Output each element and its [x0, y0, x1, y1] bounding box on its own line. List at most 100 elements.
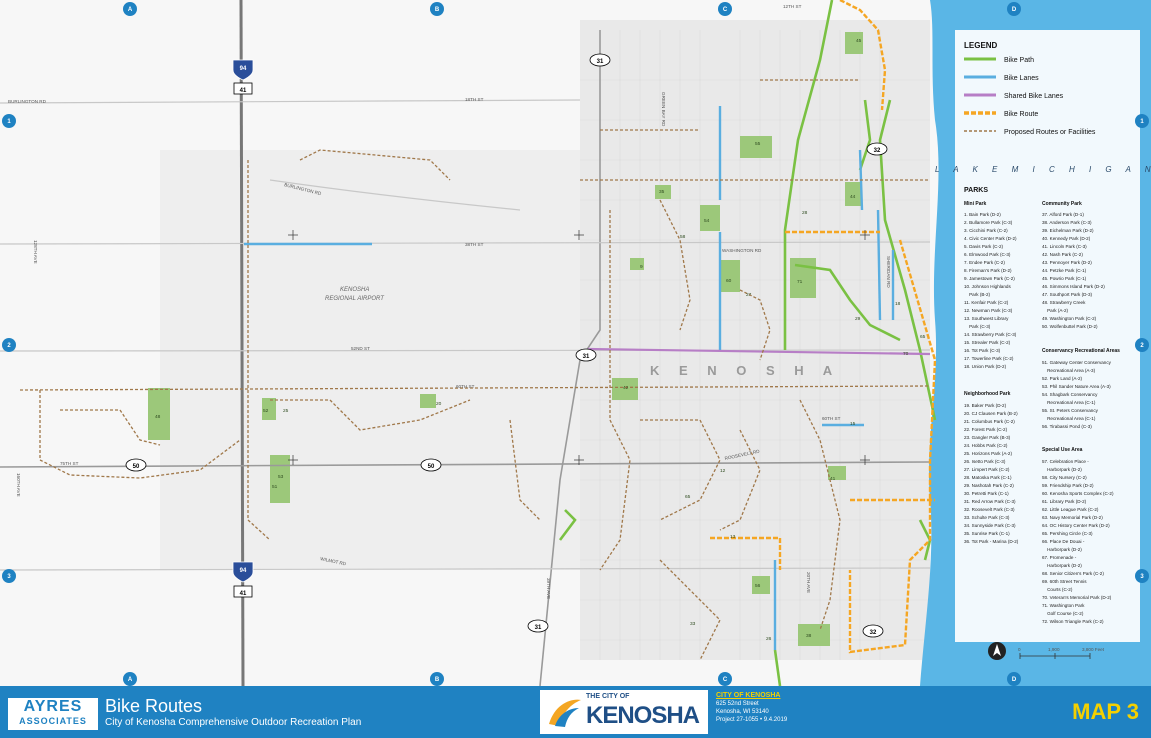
- proposed-route: [719, 429, 761, 531]
- svg-text:38: 38: [806, 633, 812, 639]
- park-list-item: 8. Fireman's Park (D-2): [964, 268, 1012, 273]
- park-list-item: Golf Course (C-2): [1042, 611, 1084, 616]
- state-highway-shield-icon: [575, 348, 597, 362]
- svg-text:60: 60: [726, 278, 732, 284]
- parks-heading-special: Special Use Area: [1042, 447, 1083, 453]
- park-list-item: Recreational Area (C-1): [1042, 416, 1096, 421]
- park-list-item: 9. Jamestown Park (C-2): [964, 276, 1015, 281]
- svg-text:52: 52: [263, 408, 269, 414]
- park-71: [790, 258, 816, 298]
- park-list-item: Harborpark (D-2): [1042, 547, 1082, 552]
- park-list-item: 60. Kenosha Sports Complex (C-2): [1042, 491, 1114, 496]
- svg-text:51: 51: [272, 484, 278, 490]
- bike-route-layer: [710, 0, 937, 654]
- park-list-item: 32. Roosevelt Park (C-3): [964, 507, 1015, 512]
- park-list-item: 56. Tirabassi Pond (C-3): [1042, 424, 1092, 429]
- grid-marker: [1135, 114, 1149, 128]
- legend-title: LEGEND: [964, 41, 998, 50]
- park-list-item: 2. Bullamore Park (C-3): [964, 220, 1013, 225]
- svg-text:41: 41: [830, 476, 836, 482]
- state-highway-shield-icon: [589, 53, 611, 67]
- street-label: 20TH AVE: [806, 572, 811, 593]
- interstate-shield-icon: 94: [232, 561, 254, 583]
- grid-row-label: 2: [1140, 343, 1144, 349]
- legend-label: Bike Path: [1004, 57, 1034, 64]
- svg-text:58: 58: [680, 234, 686, 240]
- park-list-item: 69. 60th Street Tennis: [1042, 579, 1087, 584]
- grid-col-label: B: [435, 677, 440, 683]
- park-45: [845, 32, 863, 54]
- park-list-item: 31. Red Arrow Park (C-3): [964, 499, 1016, 504]
- bike-path-layer: [558, 0, 937, 686]
- lake-label: L A K E M I C H I G A N: [935, 165, 1151, 174]
- conservancy-list: 51. Gateway Center Conservancy Recreatio…: [1042, 360, 1112, 429]
- hwy-label: 32: [870, 630, 877, 636]
- svg-text:48: 48: [155, 414, 161, 420]
- street-label: 60TH ST: [822, 416, 841, 421]
- park-list-item: 68. Senior Citizen's Park (C-2): [1042, 571, 1104, 576]
- interstate-94: [239, 0, 245, 686]
- street-label: WASHINGTON RD: [722, 248, 762, 253]
- city-address-block: CITY OF KENOSHA 625 52nd Street Kenosha,…: [716, 692, 787, 724]
- us-highway-shield-icon: [233, 585, 253, 598]
- park-list-item: 17. Towerline Park (C-2): [964, 356, 1014, 361]
- street-label: 52ND ST: [351, 346, 370, 351]
- bike-path-segment: [773, 649, 782, 686]
- proposed-route: [509, 419, 541, 521]
- park-list-item: Park (B-2): [964, 292, 991, 297]
- park-list-item: 34. Sunnyside Park (C-3): [964, 523, 1016, 528]
- highway-50: [0, 461, 931, 468]
- park-list-item: 25. Horizons Park (A-2): [964, 451, 1012, 456]
- park-list-item: 7. Endee Park (C-2): [964, 260, 1005, 265]
- proposed-route: [640, 419, 721, 521]
- city-name: CITY OF KENOSHA: [716, 692, 781, 699]
- grid-marker: [2, 569, 16, 583]
- park-list-item: 66. Place De Douai -: [1042, 539, 1085, 544]
- svg-text:9: 9: [640, 264, 643, 270]
- community-park-list: 37. Alford Park (D-1)38. Anderson Park (…: [1042, 212, 1105, 329]
- park-48: [148, 388, 170, 440]
- street-label: 75TH ST: [60, 461, 79, 466]
- scale-label: 3,800 Feet: [1082, 647, 1105, 652]
- legend: LEGEND Bike Path Bike Lanes Shared Bike …: [964, 41, 1096, 136]
- parks-heading-community: Community Park: [1042, 201, 1082, 207]
- park-list-item: 27. Limpert Park (C-2): [964, 467, 1010, 472]
- street-label: 160TH AVE: [16, 473, 21, 497]
- grid-marker: [430, 2, 444, 16]
- park-60: [720, 260, 740, 292]
- parks-title: PARKS: [964, 187, 988, 194]
- grid-marker: [1135, 338, 1149, 352]
- park-list-item: 11. Kenfair Park (C-2): [964, 300, 1009, 305]
- park-41: [828, 466, 846, 480]
- firm-line-2: ASSOCIATES: [19, 716, 87, 726]
- kenosha-swoosh-icon: [549, 699, 581, 727]
- special-use-list: 57. Celebration Place - Harborpark (D-2)…: [1042, 459, 1114, 624]
- park-list-item: 57. Celebration Place -: [1042, 459, 1089, 464]
- svg-text:70: 70: [903, 351, 909, 357]
- grid-markers: A B C D A B C D 1 2 3 1 2 3: [2, 2, 1149, 686]
- state-highway-shield-icon: [527, 619, 549, 633]
- park-list-item: 4. Civic Center Park (D-2): [964, 236, 1017, 241]
- park-list-item: 20. CJ Clausen Park (B-2): [964, 411, 1018, 416]
- svg-text:28: 28: [802, 210, 808, 216]
- svg-text:71: 71: [797, 279, 803, 285]
- legend-label: Bike Route: [1004, 111, 1038, 118]
- grid-marker: [1135, 569, 1149, 583]
- hwy-label: 94: [240, 568, 247, 574]
- park-list-item: 36. Tot Park - Marina (D-2): [964, 539, 1019, 544]
- svg-text:56: 56: [755, 583, 761, 589]
- park-list-item: 42. Nash Park (C-2): [1042, 252, 1083, 257]
- parks-heading-conservancy: Conservancy Recreational Areas: [1042, 348, 1120, 354]
- map-number: MAP 3: [1072, 699, 1139, 724]
- grid-marker: [2, 338, 16, 352]
- park-35: [655, 185, 671, 199]
- proposed-route: [299, 149, 451, 181]
- svg-text:44: 44: [850, 194, 856, 200]
- bike-route-segment: [848, 239, 937, 654]
- north-arrow-icon: [988, 642, 1006, 660]
- park-42: [612, 378, 638, 400]
- scale-bar: 0 1,900 3,800 Feet: [1018, 647, 1105, 659]
- park-list-item: 22. Forest Park (C-2): [964, 427, 1008, 432]
- svg-text:53: 53: [278, 474, 284, 480]
- park-list-item: 47. Southport Park (D-3): [1042, 292, 1093, 297]
